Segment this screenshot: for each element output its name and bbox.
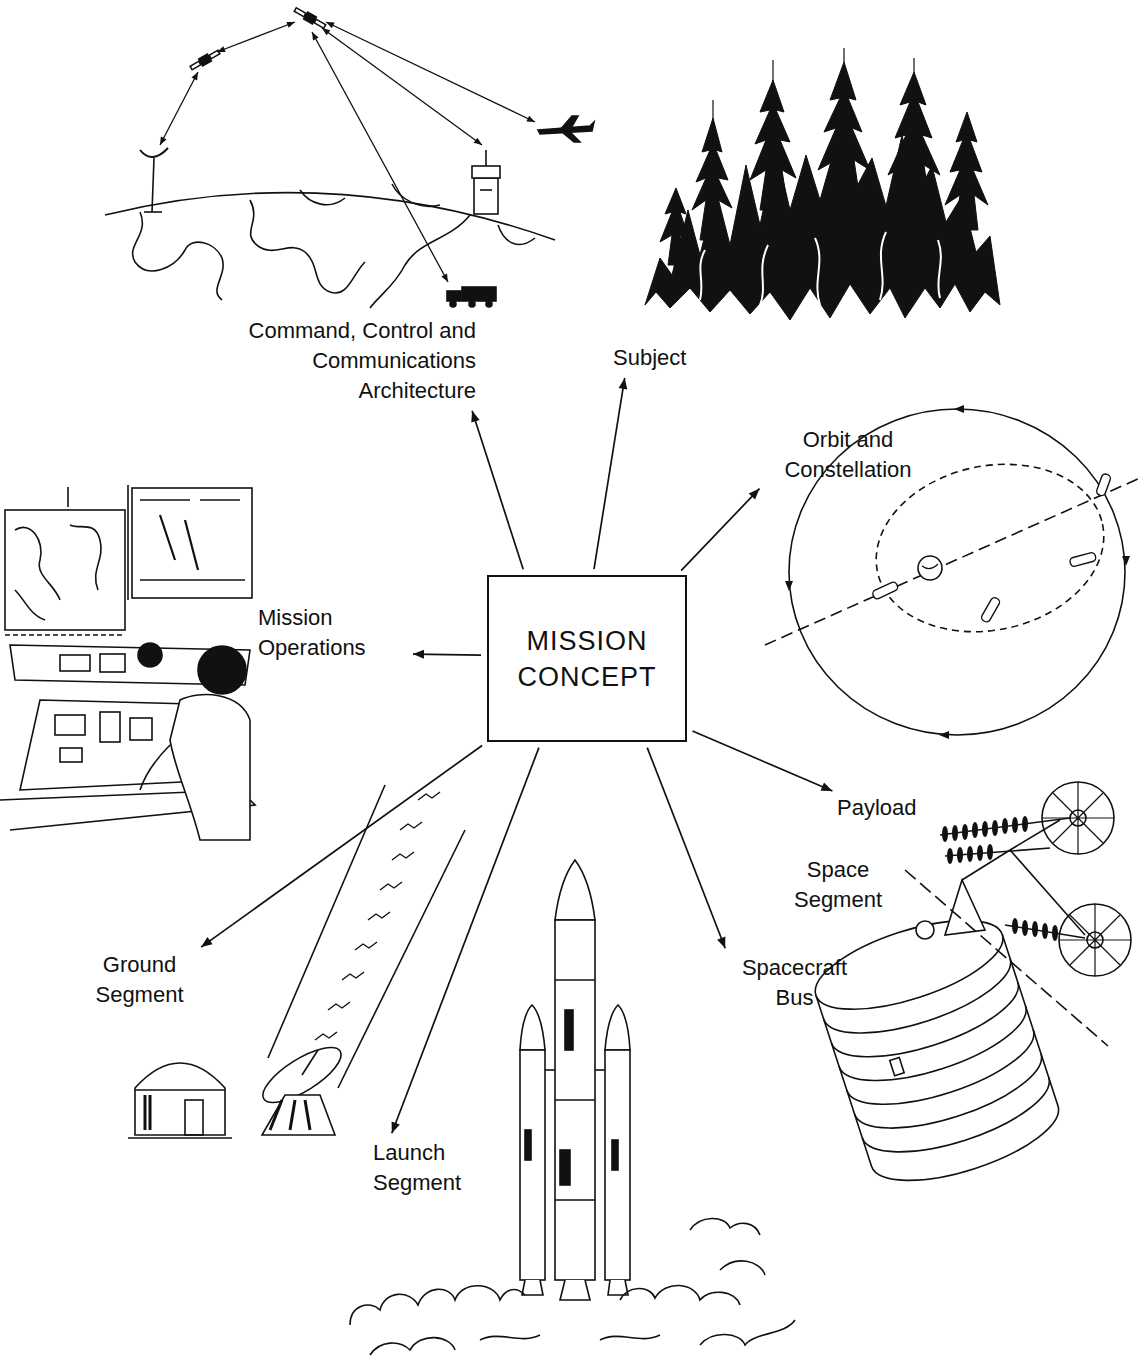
forest-fire-picture [645,48,1000,320]
segment-label: Subject [613,343,686,373]
ground-segment-picture [128,785,465,1138]
segment-label: Launch Segment [373,1138,473,1198]
segment-name: Spacecraft Bus [727,953,862,1013]
segment-name: Orbit and Constellation [763,425,933,485]
arrow-connector [594,378,625,569]
arrow-connector [472,411,523,570]
segment-label: Payload [837,793,917,823]
launch-vehicle-picture [350,860,795,1355]
arrow-connector [392,748,539,1134]
comms-picture [105,6,594,308]
concept-box: MISSION CONCEPT [487,575,687,742]
segment-label: Command, Control and Communications Arch… [206,316,476,406]
segment-label: Ground Segment [82,950,197,1010]
group-label: Space Segment [783,855,893,915]
arrow-connector [693,731,833,791]
spacecraft-picture [805,782,1131,1199]
segment-label: Orbit and Constellation [763,425,933,485]
segment-name: Payload [837,793,917,823]
arrow-connector [413,654,481,655]
segment-label: Mission Operations [258,603,408,663]
arrow-connector [681,489,759,571]
segment-name: Launch Segment [373,1138,473,1198]
arrow-connector [647,748,725,949]
segment-name: Mission Operations [258,603,408,663]
concept-title: MISSION CONCEPT [497,623,677,695]
mission-operations-picture [0,485,255,840]
segment-label: Spacecraft Bus [727,953,862,1013]
segment-name: Subject [613,343,686,373]
segment-name: Command, Control and Communications Arch… [206,316,476,406]
segment-name: Ground Segment [82,950,197,1010]
